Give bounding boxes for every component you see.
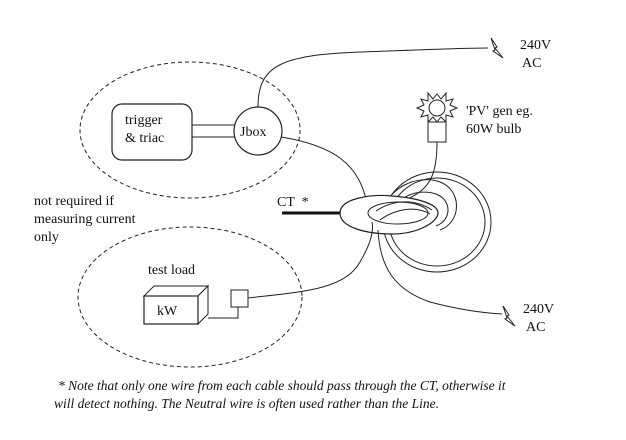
kw-load-box [142, 284, 210, 326]
supply-top-voltage: 240V [520, 38, 551, 53]
light-bulb-icon [415, 91, 459, 143]
jbox-to-ct-wire [280, 136, 369, 211]
load-to-junction-wire [208, 307, 239, 319]
ct-ring-hole [367, 201, 429, 225]
control-group-outline [79, 61, 301, 199]
test-load-group-outline [77, 226, 303, 368]
footnote-line1: * Note that only one wire from each cabl… [58, 378, 507, 393]
test-load-label: test load [148, 263, 195, 278]
not-required-line2: measuring current [34, 212, 136, 227]
kw-label: kW [157, 304, 178, 319]
junction-to-ct-wire [247, 221, 373, 299]
lightning-bolt-icon [490, 37, 504, 59]
pv-label-line2: 60W bulb [466, 122, 521, 137]
supply-wire-top [257, 47, 489, 108]
supply-top-ac: AC [522, 56, 541, 71]
footnote-line2: will detect nothing. The Neutral wire is… [54, 396, 439, 411]
pv-label-line1: 'PV' gen eg. [466, 104, 533, 119]
jbox-label: Jbox [240, 125, 266, 140]
triac-label: & triac [125, 131, 164, 146]
lightning-bolt-icon [502, 305, 516, 327]
not-required-line3: only [34, 230, 59, 245]
trigger-triac-box [111, 103, 193, 161]
ct-pass-wire-b [379, 208, 431, 221]
not-required-line1: not required if [34, 194, 114, 209]
supply-bottom-voltage: 240V [523, 302, 554, 317]
ct-pass-wire-a [375, 201, 433, 212]
load-junction-box [230, 289, 249, 308]
supply-bottom-ac: AC [526, 320, 545, 335]
ct-label: CT * [277, 195, 309, 210]
trigger-label: trigger [125, 113, 163, 128]
supply-wire-bottom [377, 229, 503, 315]
